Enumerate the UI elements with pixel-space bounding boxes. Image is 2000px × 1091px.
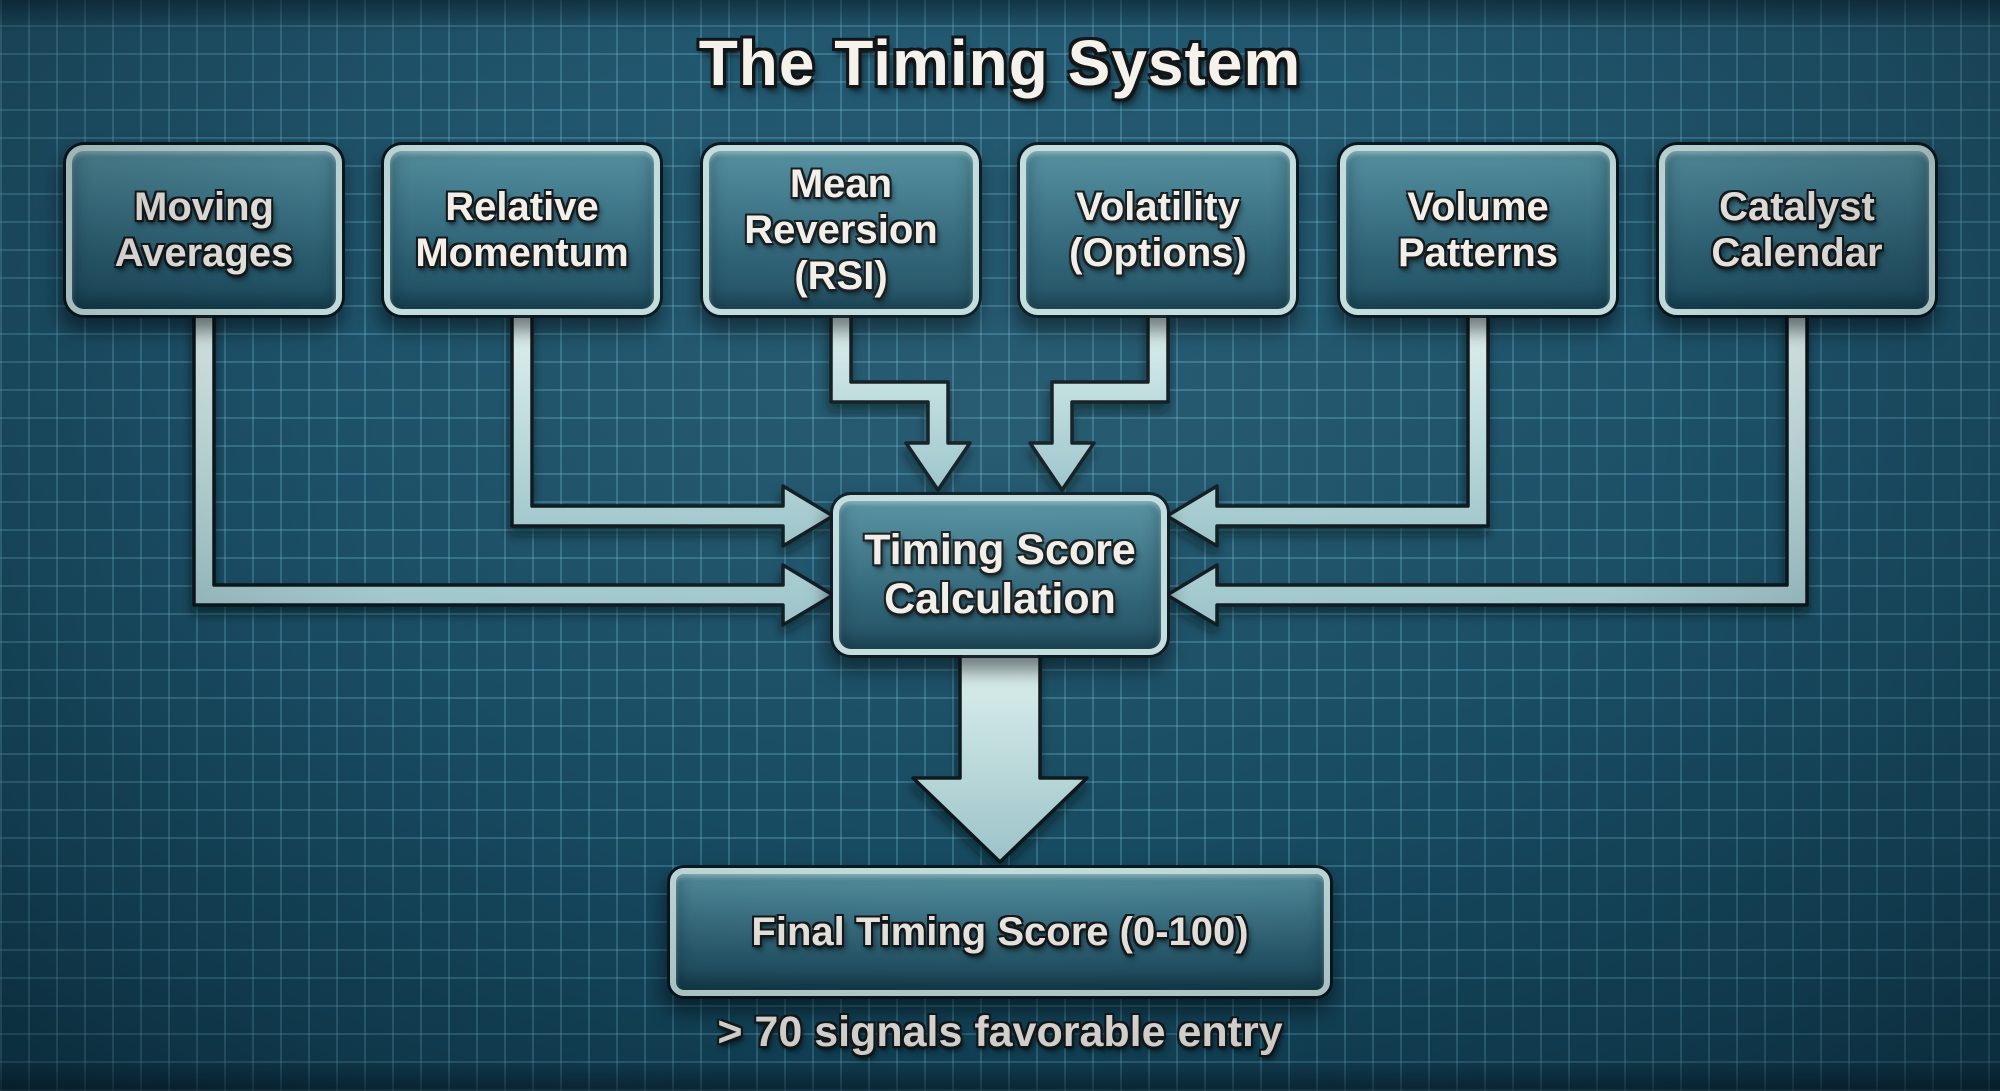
node-volatility-options: Volatility (Options) <box>1020 145 1296 315</box>
node-label: Relative Momentum <box>415 185 629 275</box>
node-catalyst-calendar: Catalyst Calendar <box>1659 145 1935 315</box>
arrow-volatility-to-calc <box>1028 308 1170 492</box>
node-label: Timing Score Calculation <box>864 525 1136 623</box>
node-timing-score-calculation: Timing Score Calculation <box>833 495 1167 655</box>
node-label: Volume Patterns <box>1397 185 1559 275</box>
node-relative-momentum: Relative Momentum <box>384 145 660 315</box>
node-moving-averages: Moving Averages <box>66 145 342 315</box>
node-label: Volatility (Options) <box>1069 185 1247 275</box>
node-label: Catalyst Calendar <box>1711 185 1883 275</box>
node-label: Mean Reversion (RSI) <box>744 162 938 298</box>
node-mean-reversion-rsi: Mean Reversion (RSI) <box>703 145 979 315</box>
arrow-mean-reversion-to-calc <box>829 308 972 492</box>
arrow-relative-momentum-to-calc <box>510 308 835 548</box>
node-label: Moving Averages <box>114 185 294 275</box>
arrow-calc-to-final-score <box>911 643 1089 864</box>
threshold-caption: > 70 signals favorable entry <box>717 1008 1283 1056</box>
node-volume-patterns: Volume Patterns <box>1340 145 1616 315</box>
arrow-volume-patterns-to-calc <box>1165 308 1490 548</box>
node-label: Final Timing Score (0-100) <box>751 910 1249 954</box>
node-final-timing-score: Final Timing Score (0-100) <box>670 868 1330 996</box>
diagram-title: The Timing System <box>698 27 1302 99</box>
